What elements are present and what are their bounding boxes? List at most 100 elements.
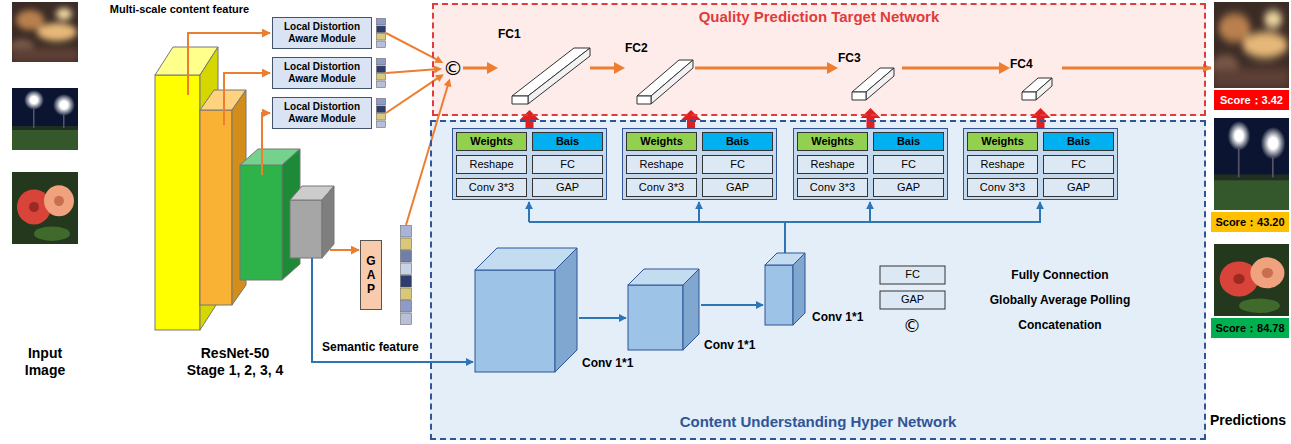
pooling-label: GAP: [365, 254, 377, 296]
module-box: Local Distortion Aware Module: [272, 57, 372, 89]
legend-sample-label: GAP: [880, 293, 945, 306]
region-title: Quality Prediction Target Network: [699, 5, 940, 26]
vector-cell: [377, 106, 386, 113]
score-text: Score：84.78: [1215, 321, 1285, 335]
vector-cell: [377, 41, 386, 48]
cube-face: [628, 285, 683, 350]
param-cell: Conv 3*3: [967, 178, 1038, 197]
vector-cell: [401, 288, 412, 300]
vector-cell: [377, 114, 386, 121]
fc-layer: FC3: [838, 48, 902, 108]
fc-label: FC1: [498, 27, 521, 41]
section-caption: Multi-scale content feature: [92, 3, 267, 16]
label-holder: Predictions: [1206, 412, 1290, 429]
cell-label: GAP: [1067, 181, 1090, 194]
param-cell: Conv 3*3: [797, 178, 868, 197]
cell-label: Conv 3*3: [810, 181, 855, 194]
cell-label: Reshape: [980, 158, 1024, 171]
legend-sample-box: [880, 291, 945, 309]
legend-text: Concatenation: [985, 318, 1135, 332]
feature-wire: [330, 249, 359, 251]
connector-arrow: [1031, 108, 1051, 128]
cell-label: GAP: [556, 181, 579, 194]
cell-label: Conv 3*3: [639, 181, 684, 194]
stage-face: [200, 110, 232, 305]
input-images: [10, 2, 78, 244]
legend-row: Fully Connection: [985, 268, 1135, 282]
arrow-head: [827, 62, 838, 74]
cell-label: Weights: [981, 135, 1024, 148]
param-cell: Bais: [873, 132, 944, 151]
cube-face: [555, 248, 577, 372]
conv-wire: [579, 317, 626, 319]
connector-arrow: [695, 62, 838, 74]
feature-wire: [262, 113, 270, 175]
feature-vector: [400, 225, 412, 325]
cell-label: Weights: [811, 135, 854, 148]
param-cell: Weights: [626, 132, 697, 151]
pooling-box: GAP: [360, 240, 382, 310]
connector-arrow: [681, 110, 701, 128]
label-holder: Conv 1*1: [704, 338, 755, 352]
cell-label: FC: [560, 158, 575, 171]
module-label: Local Distortion Aware Module: [277, 21, 367, 45]
prediction-images: [1212, 2, 1289, 316]
fc-layer-face: [1022, 92, 1036, 100]
feature-wire: [188, 33, 270, 95]
feature-vector: [376, 18, 386, 48]
param-cell: FC: [873, 155, 944, 174]
cube-face: [475, 270, 555, 372]
cell-label: Bais: [726, 135, 749, 148]
prediction-photo: [1214, 118, 1289, 210]
wire-label: Semantic feature: [322, 340, 419, 354]
module-label: Local Distortion Aware Module: [277, 61, 367, 85]
fc-label: FC3: [838, 51, 861, 65]
legend-sample-label: ©: [900, 315, 924, 337]
stage-face: [155, 75, 200, 330]
conv-cubes: [475, 248, 805, 372]
param-cell: Conv 3*3: [626, 178, 697, 197]
hyper-wire: [869, 202, 871, 222]
param-cell: FC: [1043, 155, 1114, 174]
param-cell: Bais: [702, 132, 773, 151]
module-box: Local Distortion Aware Module: [272, 97, 372, 129]
cell-label: Conv 3*3: [980, 181, 1025, 194]
connector-arrow: [406, 79, 451, 225]
vector-cell: [377, 59, 386, 66]
cell-label: Weights: [640, 135, 683, 148]
legend-text: Globally Average Polling: [985, 293, 1135, 307]
connector-line: [386, 69, 436, 73]
fc-layer: FC4: [1010, 54, 1060, 108]
connector-line: [386, 78, 439, 113]
input-photo: [10, 2, 78, 62]
label-holder: Input Image: [15, 345, 75, 379]
connector-line: [590, 67, 616, 70]
vector-cell: [377, 99, 386, 106]
fc-layer-face: [512, 48, 590, 96]
param-cell: GAP: [532, 178, 603, 197]
fc-layer-face: [866, 68, 894, 100]
vector-cell: [377, 121, 386, 128]
score-badge: Score：3.42: [1214, 90, 1289, 110]
column-caption: ResNet-50 Stage 1, 2, 3, 4: [183, 345, 287, 379]
arrow-head: [434, 65, 442, 73]
vector-cell: [401, 276, 412, 288]
layer-label: Conv 1*1: [812, 310, 863, 324]
label-holder: Conv 1*1: [582, 356, 633, 370]
stage-face: [240, 165, 282, 280]
param-cell: GAP: [702, 178, 773, 197]
hyper-block: WeightsBaisReshapeFCConv 3*3GAP: [452, 128, 607, 200]
fc-layer-face: [852, 92, 866, 100]
feature-wires: [188, 33, 1211, 362]
stage-face: [290, 200, 322, 258]
hyper-wire: [1039, 202, 1041, 222]
label-holder: GAP: [880, 293, 945, 306]
cube-face: [765, 265, 793, 325]
cell-label: FC: [730, 158, 745, 171]
legend-row: Concatenation: [985, 318, 1135, 332]
cell-label: GAP: [726, 181, 749, 194]
module-label: Local Distortion Aware Module: [277, 101, 367, 125]
connector-line: [386, 33, 438, 60]
fc-layer-face: [512, 96, 528, 104]
fc-layer-face: [1036, 78, 1052, 100]
